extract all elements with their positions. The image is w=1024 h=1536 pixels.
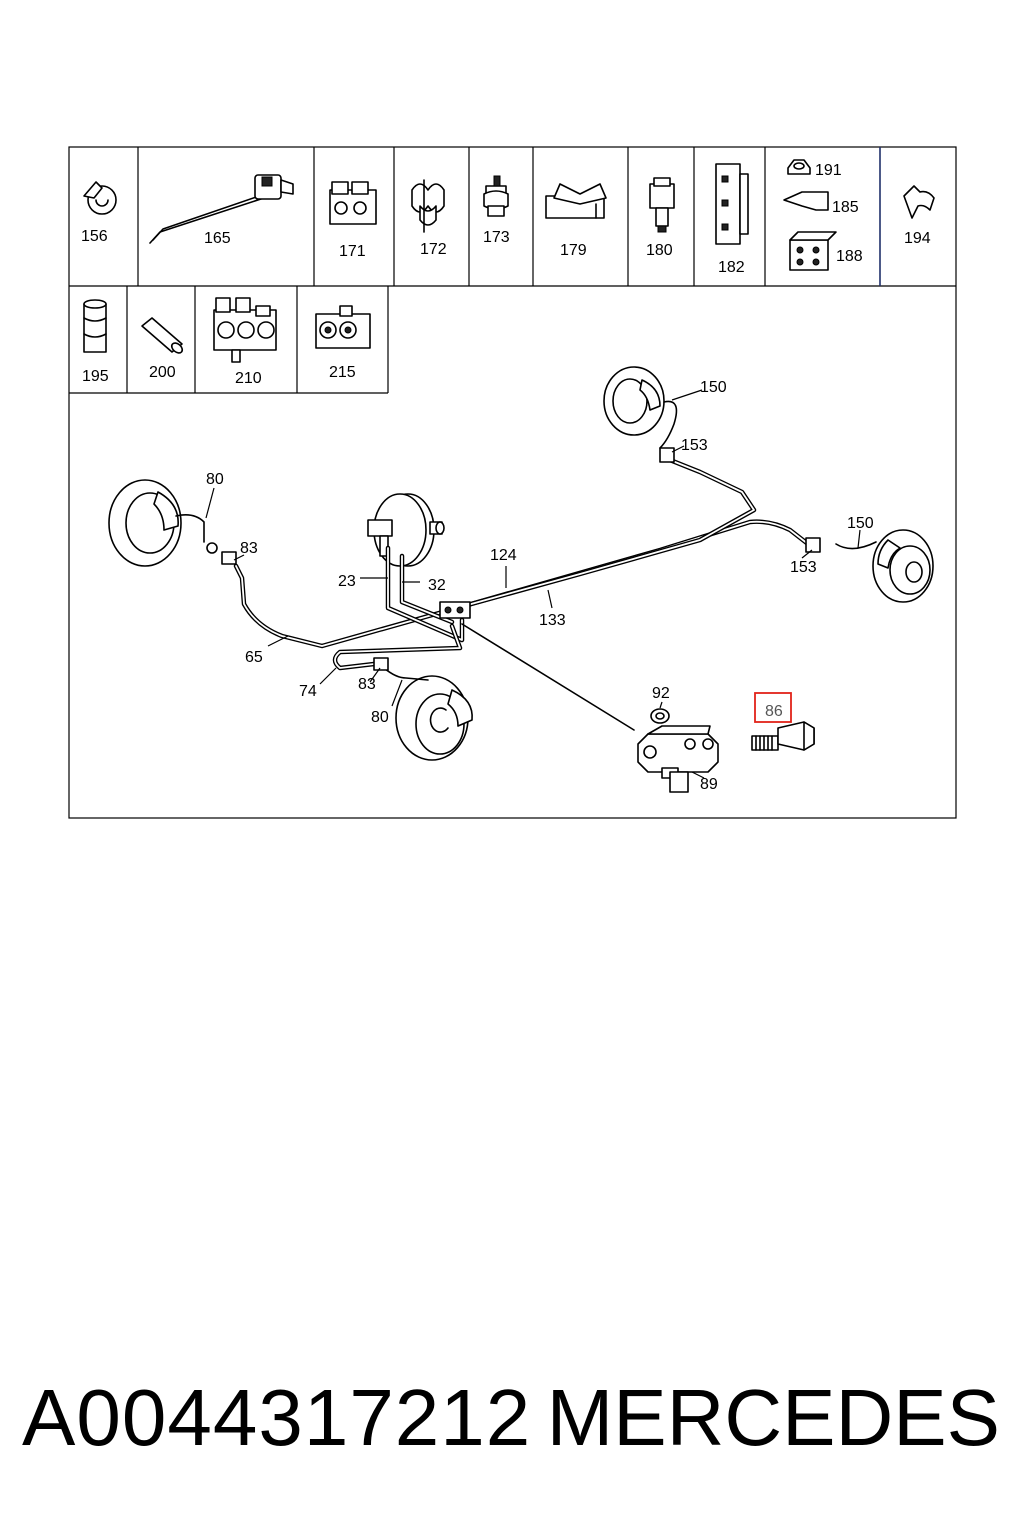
rear-left-brake-disc	[395, 675, 473, 761]
clip-179-icon	[545, 183, 607, 219]
highlight-box-86	[754, 692, 792, 723]
parts-row-1-grid	[69, 147, 956, 287]
label-210: 210	[235, 370, 262, 387]
callout-92: 92	[652, 685, 670, 702]
label-215: 215	[329, 364, 356, 381]
clip-182-icon	[715, 163, 749, 245]
line-clips	[221, 447, 821, 671]
pressure-sensor-86	[751, 721, 815, 751]
parts-row-2-grid	[69, 286, 389, 394]
label-191: 191	[815, 162, 842, 179]
callout-83-top: 83	[240, 540, 258, 557]
label-185: 185	[832, 199, 859, 216]
clip-194-icon	[903, 185, 935, 219]
callout-153-right: 153	[790, 559, 817, 576]
label-156: 156	[81, 228, 108, 245]
callout-150-right: 150	[847, 515, 874, 532]
block-188-icon	[789, 231, 837, 271]
clip-173-icon	[483, 175, 509, 217]
label-173: 173	[483, 229, 510, 246]
callout-83-bottom: 83	[358, 676, 376, 693]
label-172: 172	[420, 241, 447, 258]
clip-215-icon	[315, 305, 371, 349]
sensor-cable-165-icon	[149, 174, 294, 244]
front-left-brake-disc	[108, 479, 218, 567]
diagram-frame	[68, 146, 957, 819]
brand-name: MERCEDES	[546, 1373, 1000, 1462]
nut-191-icon	[787, 159, 811, 175]
callout-89: 89	[700, 776, 718, 793]
label-188: 188	[836, 248, 863, 265]
clip-172-icon	[411, 179, 445, 233]
label-200: 200	[149, 364, 176, 381]
front-right-brake-disc	[872, 529, 934, 603]
label-179: 179	[560, 242, 587, 259]
callout-153-top: 153	[681, 437, 708, 454]
rear-right-brake-disc	[603, 366, 665, 436]
clip-185-icon	[783, 191, 829, 211]
callout-133: 133	[539, 612, 566, 629]
leader-lines	[205, 389, 861, 779]
washer-92-icon	[650, 708, 670, 724]
callout-86: 86	[765, 703, 783, 720]
callout-23: 23	[338, 573, 356, 590]
clip-156-icon	[83, 181, 117, 215]
label-180: 180	[646, 242, 673, 259]
clip-210-icon	[213, 297, 277, 363]
clip-195-icon	[83, 299, 107, 353]
brake-lines	[233, 400, 877, 731]
distributor-block-89	[637, 725, 719, 793]
label-165: 165	[204, 230, 231, 247]
label-194: 194	[904, 230, 931, 247]
callout-124: 124	[490, 547, 517, 564]
callout-80-bottom: 80	[371, 709, 389, 726]
part-number: A0044317212	[22, 1373, 532, 1462]
label-182: 182	[718, 259, 745, 276]
callout-74: 74	[299, 683, 317, 700]
label-195: 195	[82, 368, 109, 385]
part-labels: 156 165 171 172 173 179 180 182 191 185 …	[81, 162, 931, 793]
label-171: 171	[339, 243, 366, 260]
clip-180-icon	[649, 177, 675, 233]
callout-65: 65	[245, 649, 263, 666]
brake-line-diagram: 156 165 171 172 173 179 180 182 191 185 …	[68, 146, 957, 819]
brake-booster	[367, 493, 445, 567]
clip-171-icon	[329, 181, 377, 225]
footer: A0044317212 MERCEDES	[0, 1368, 1024, 1478]
sleeve-200-icon	[141, 317, 184, 354]
callout-80-top: 80	[206, 471, 224, 488]
callout-32: 32	[428, 577, 446, 594]
callout-150-top: 150	[700, 379, 727, 396]
